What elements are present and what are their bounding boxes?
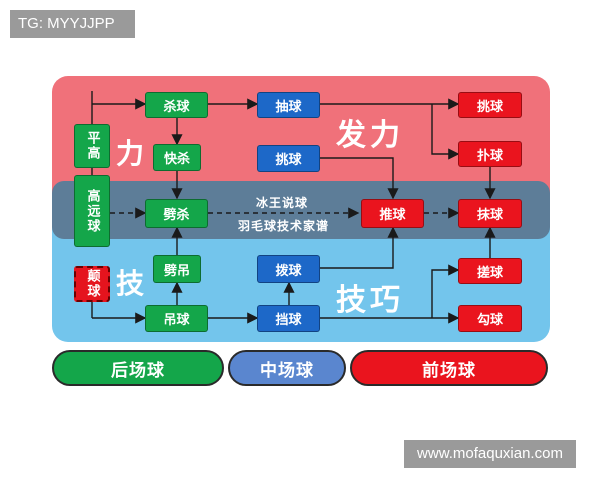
node-pi-diao[interactable]: 劈吊 <box>153 255 201 283</box>
node-cuo-qiu[interactable]: 搓球 <box>458 258 522 284</box>
band-title: 冰王说球 <box>256 196 309 210</box>
skill-label: 技巧 <box>336 283 404 318</box>
node-tui-qiu[interactable]: 推球 <box>361 199 424 228</box>
node-pu-qiu[interactable]: 扑球 <box>458 141 522 167</box>
node-tiao-qiu-mid[interactable]: 挑球 <box>257 145 320 172</box>
band-subtitle: 羽毛球技术家谱 <box>238 219 330 233</box>
node-mo-qiu[interactable]: 抹球 <box>458 199 522 228</box>
node-bo-qiu[interactable]: 拨球 <box>257 255 320 283</box>
node-chou-qiu[interactable]: 抽球 <box>257 92 320 118</box>
node-pi-sha[interactable]: 劈杀 <box>145 199 208 228</box>
node-gou-qiu[interactable]: 勾球 <box>458 305 522 332</box>
node-kuai-sha[interactable]: 快杀 <box>153 144 201 171</box>
node-tiao-qiu-front[interactable]: 挑球 <box>458 92 522 118</box>
power-label: 发力 <box>336 118 404 153</box>
watermark-top-left: TG: MYYJJPP <box>10 10 135 38</box>
watermark-bottom-right: www.mofaquxian.com <box>404 440 576 468</box>
node-dian-qiu[interactable]: 颠球 <box>74 266 110 302</box>
node-gao-yuan[interactable]: 高远球 <box>74 175 110 247</box>
power-label-left: 力 <box>116 137 149 170</box>
node-ping-gao[interactable]: 平高 <box>74 124 110 168</box>
skill-label-left: 技 <box>116 267 149 300</box>
zone-back-court: 后场球 <box>52 350 224 386</box>
zone-mid-court: 中场球 <box>228 350 346 386</box>
node-diao-qiu[interactable]: 吊球 <box>145 305 208 332</box>
node-sha-qiu[interactable]: 杀球 <box>145 92 208 118</box>
zone-front-court: 前场球 <box>350 350 548 386</box>
node-dang-qiu[interactable]: 挡球 <box>257 305 320 332</box>
